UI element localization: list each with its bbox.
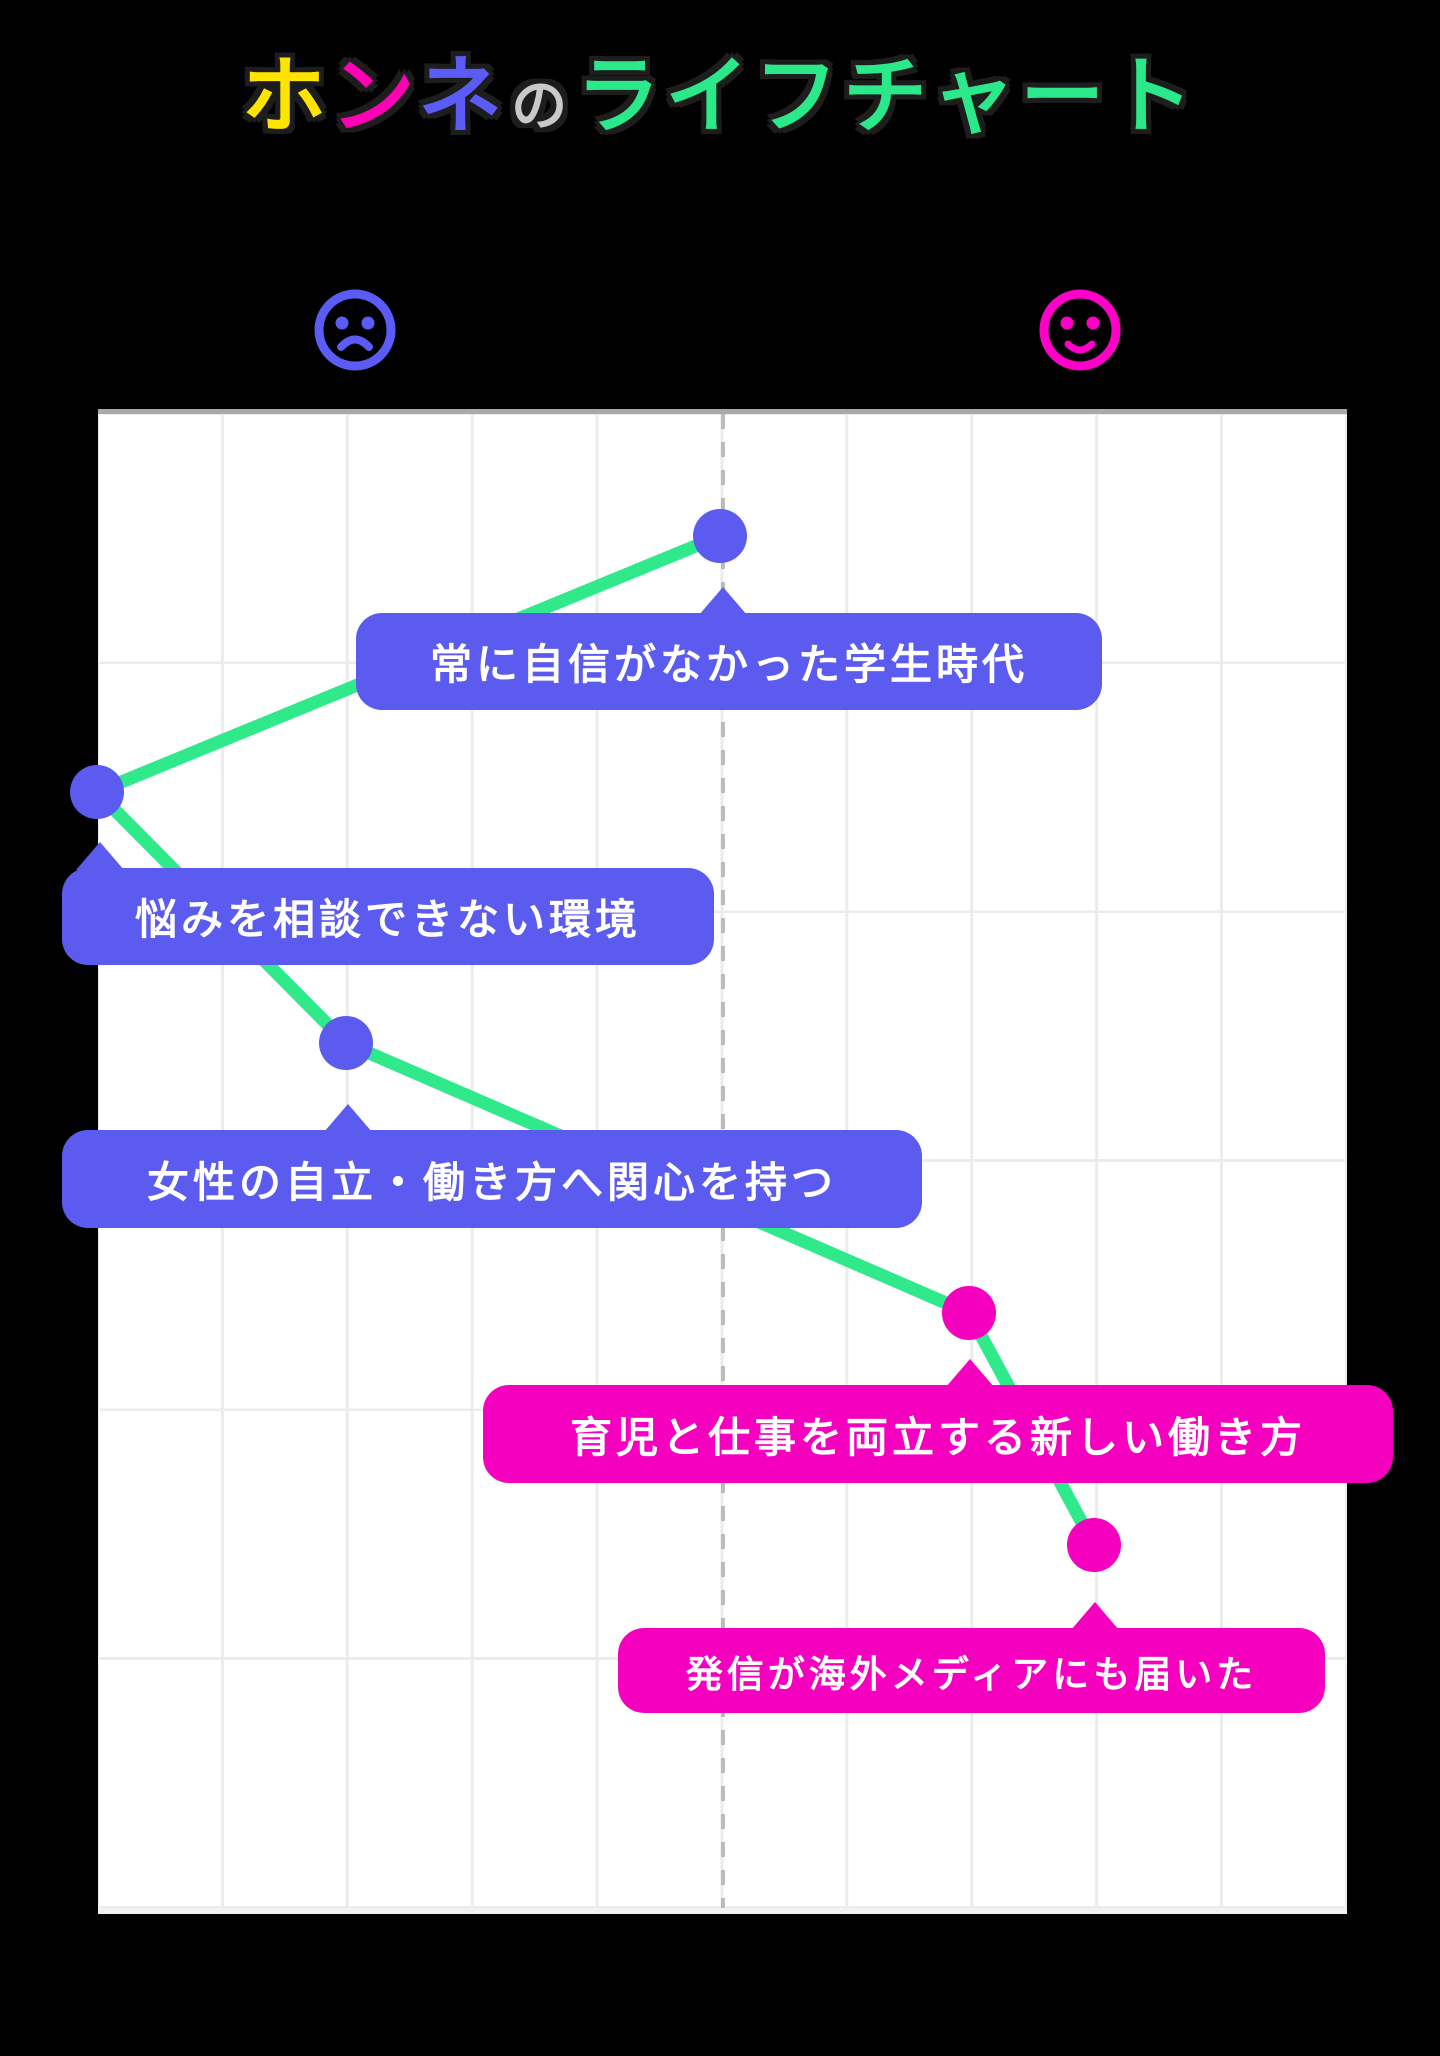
sad-face-left-eye	[335, 316, 349, 330]
annotation-bubble-2: 悩みを相談できない環境	[62, 842, 714, 965]
life-chart-panel: 常に自信がなかった学生時代 悩みを相談できない環境 女性の自立・働き方へ関心を持…	[62, 409, 1393, 1914]
annotation-label: 常に自信がなかった学生時代	[429, 640, 1028, 689]
happy-face-left-eye	[1060, 316, 1074, 330]
data-point-4	[942, 1286, 996, 1340]
data-point-2	[70, 765, 124, 819]
annotation-label: 育児と仕事を両立する新しい働き方	[569, 1412, 1306, 1462]
annotation-bubble-5: 発信が海外メディアにも届いた	[618, 1602, 1325, 1713]
annotation-bubble-4: 育児と仕事を両立する新しい働き方	[483, 1359, 1393, 1483]
annotation-label: 女性の自立・働き方へ関心を持つ	[146, 1157, 837, 1207]
title-segment: ン	[330, 47, 419, 145]
sad-face-right-eye	[361, 316, 375, 330]
sad-face-frown	[337, 335, 373, 351]
title-segment: の	[511, 74, 573, 139]
bubble-pointer-icon	[76, 842, 124, 870]
happy-face-smile	[1064, 340, 1096, 354]
data-point-5	[1067, 1518, 1121, 1572]
bubble-pointer-icon	[1071, 1602, 1119, 1630]
title-segment: ネ	[418, 47, 508, 145]
bubble-pointer-icon	[699, 587, 747, 615]
happy-face-right-eye	[1086, 316, 1100, 330]
title-segment: ライフチャート	[576, 47, 1199, 145]
bubble-pointer-icon	[946, 1359, 994, 1387]
happy-face-outline	[1039, 289, 1121, 371]
sad-face-outline	[314, 289, 396, 371]
annotation-bubble-3: 女性の自立・働き方へ関心を持つ	[62, 1104, 922, 1228]
annotation-label: 発信が海外メディアにも届いた	[685, 1652, 1258, 1696]
happy-face-icon	[1039, 289, 1121, 371]
annotation-label: 悩みを相談できない環境	[134, 895, 641, 944]
bubble-pointer-icon	[324, 1104, 372, 1132]
page-title: ホンネのライフチャート	[0, 50, 1440, 142]
sad-face-icon	[314, 289, 396, 371]
data-point-3	[319, 1016, 373, 1070]
annotation-bubble-1: 常に自信がなかった学生時代	[356, 587, 1102, 710]
data-point-1	[693, 509, 747, 563]
title-segment: ホ	[241, 47, 331, 145]
